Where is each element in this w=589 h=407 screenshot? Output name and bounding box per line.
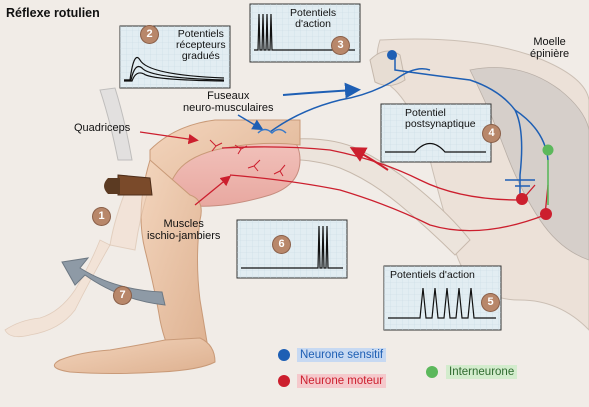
motion-arrow	[61, 257, 166, 306]
label-ischio: Muscles ischio-jambiers	[147, 218, 221, 242]
diagram-title: Réflexe rotulien	[6, 6, 100, 20]
sensory-path	[237, 55, 549, 195]
legend-motor-label: Neurone moteur	[297, 374, 387, 388]
panel-3-title: Potentiels d'action	[290, 7, 337, 30]
legend-inter-label: Interneurone	[446, 365, 518, 379]
panel-2	[119, 25, 231, 89]
nerve-endings	[209, 139, 286, 177]
legend-motor-dot	[278, 375, 290, 387]
step-badge-7: 7	[114, 287, 131, 304]
panel-4-title: Potentiel postsynaptique	[405, 107, 476, 130]
panel-5-title: Potentiels d'action	[390, 269, 475, 281]
step-badge-1: 1	[93, 208, 110, 225]
legend-sensory-label: Neurone sensitif	[297, 348, 387, 362]
motor-path	[139, 131, 549, 232]
legend-inter-dot	[426, 366, 438, 378]
panel-5	[383, 265, 502, 331]
legend-sensory-dot	[278, 349, 290, 361]
step-badge-6: 6	[273, 236, 290, 253]
step-badge-5: 5	[482, 294, 499, 311]
panel-2-title: Potentiels récepteurs gradués	[176, 28, 226, 62]
step-badge-2: 2	[141, 26, 158, 43]
step-badge-4: 4	[483, 125, 500, 142]
panel-6	[236, 219, 348, 279]
label-fuseaux: Fuseaux neuro-musculaires	[183, 90, 274, 114]
label-quadriceps: Quadriceps	[74, 122, 131, 134]
step-badge-3: 3	[332, 37, 349, 54]
panel-4	[380, 103, 492, 163]
label-moelle: Moelle épinière	[530, 36, 570, 60]
leg	[4, 87, 301, 374]
